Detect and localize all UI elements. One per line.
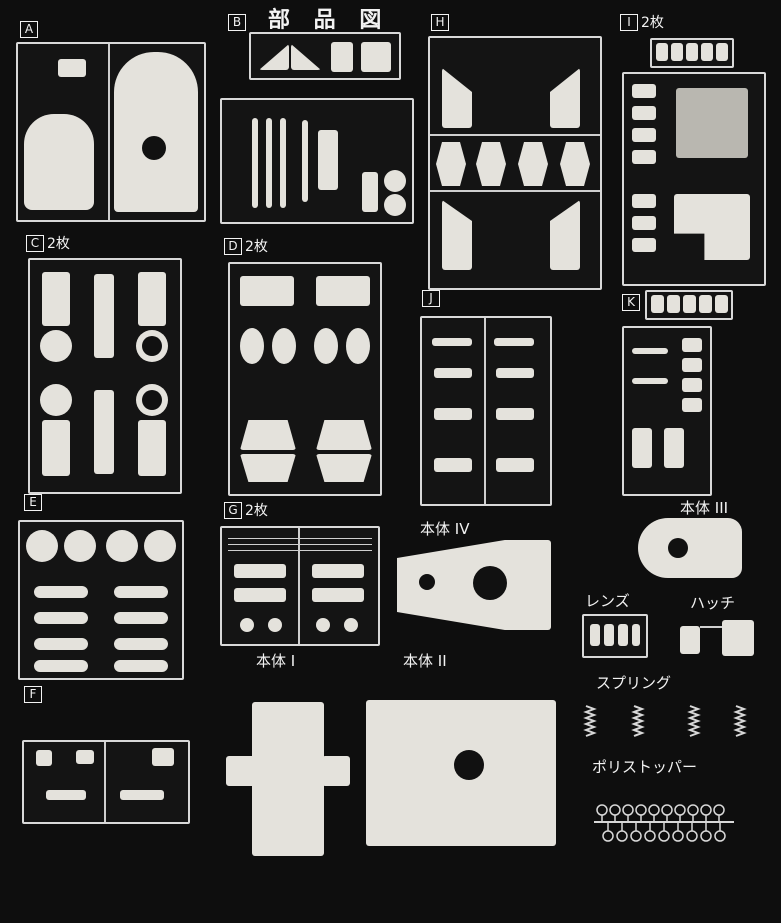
- sprue-k-top-frame: [645, 290, 733, 320]
- sprue-h-frame: [428, 36, 602, 290]
- sprue-tag-a: A: [20, 21, 41, 38]
- spring-1: [583, 705, 597, 737]
- sprue-count: 2枚: [641, 15, 664, 31]
- sprue-letter: J: [422, 290, 440, 307]
- sprue-b-frame: [220, 98, 414, 224]
- sprue-tag-g: G 2枚: [224, 500, 268, 520]
- spring-2: [631, 705, 645, 737]
- sprue-letter: E: [24, 494, 42, 511]
- body-1-right-tab: [322, 756, 350, 786]
- sprue-letter: D: [224, 237, 242, 255]
- spring-label: スプリング: [596, 674, 672, 692]
- body-2-label: 本体 II: [403, 652, 447, 670]
- sprue-e-frame: [18, 520, 184, 680]
- body-1-left-tab: [226, 756, 256, 786]
- lens-sprue: [582, 614, 648, 658]
- lens-label: レンズ: [585, 592, 630, 610]
- sprue-tag-i: I 2枚: [620, 12, 664, 32]
- sprue-f-frame: [22, 740, 190, 824]
- spring-3: [687, 705, 701, 737]
- sprue-letter: H: [431, 14, 449, 31]
- hatch-label: ハッチ: [690, 594, 736, 612]
- sprue-tag-c: C 2枚: [26, 233, 70, 253]
- hatch-part-right: [722, 620, 754, 656]
- body-4-label: 本体 IV: [420, 520, 470, 538]
- sprue-g-frame: [220, 526, 380, 646]
- sprue-tag-h: H: [431, 14, 452, 31]
- sprue-letter: K: [622, 294, 640, 311]
- sprue-c-frame: [28, 258, 182, 494]
- sprue-tag-e: E: [24, 494, 45, 511]
- sprue-letter: A: [20, 21, 38, 38]
- sprue-tag-b: B: [228, 14, 249, 31]
- body-3-part: [638, 518, 742, 578]
- sprue-b-top-frame: [249, 32, 401, 80]
- sprue-i-frame: [622, 72, 766, 286]
- sprue-i-top-frame: [650, 38, 734, 68]
- sprue-a-frame: [16, 42, 206, 222]
- body-2-part: [366, 700, 556, 846]
- sprue-tag-f: F: [24, 686, 45, 703]
- sprue-letter: C: [26, 234, 44, 252]
- sprue-letter: I: [620, 13, 638, 31]
- sprue-k-frame: [622, 326, 712, 496]
- sprue-tag-k: K: [622, 294, 643, 311]
- sprue-count: 2枚: [47, 236, 70, 252]
- sprue-tag-d: D 2枚: [224, 236, 268, 256]
- polystopper-label: ポリストッパー: [592, 758, 698, 776]
- page-title: 部 品 図: [268, 8, 390, 33]
- body-1-part: [252, 702, 324, 856]
- sprue-letter: G: [224, 501, 242, 519]
- hatch-part-left: [680, 626, 700, 654]
- sprue-j-frame: [420, 316, 552, 506]
- sprue-letter: F: [24, 686, 42, 703]
- body-4-part: [397, 540, 551, 630]
- sprue-tag-j: J: [422, 290, 443, 307]
- sprue-letter: B: [228, 14, 246, 31]
- sprue-count: 2枚: [245, 239, 268, 255]
- sprue-count: 2枚: [245, 503, 268, 519]
- spring-4: [733, 705, 747, 737]
- sprue-d-frame: [228, 262, 382, 496]
- body-3-label: 本体 III: [680, 499, 729, 517]
- hatch-runner: [700, 626, 724, 628]
- body-1-label: 本体 I: [256, 652, 296, 670]
